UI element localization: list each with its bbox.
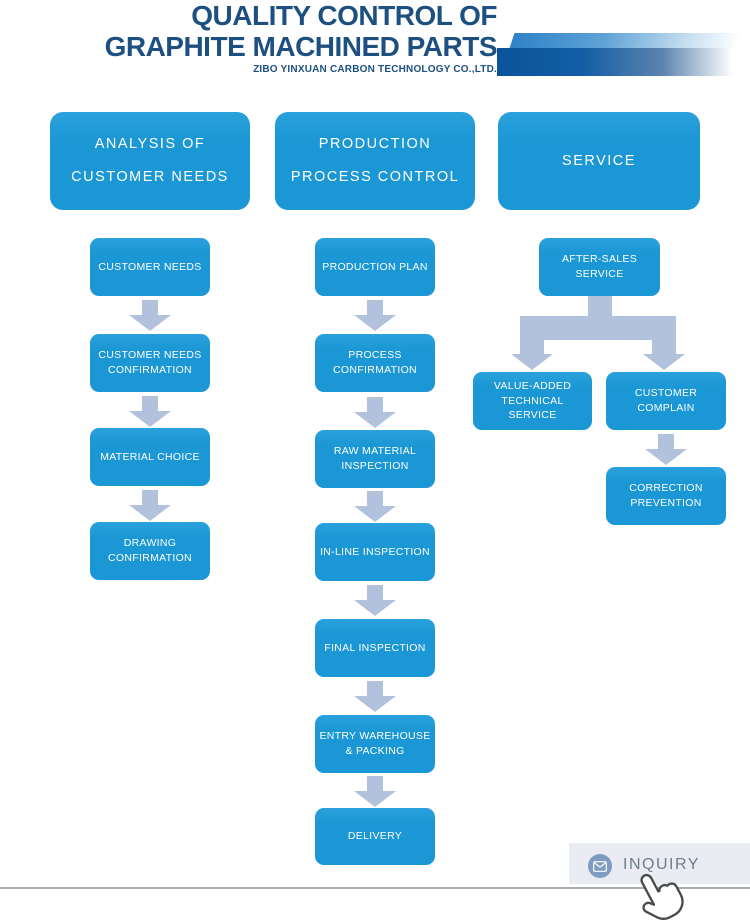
down-arrow (354, 491, 396, 522)
bottom-divider (0, 887, 750, 889)
hand-cursor-icon (624, 860, 695, 921)
down-arrow (354, 397, 396, 428)
column-header-line: CUSTOMER NEEDS (71, 169, 229, 185)
flow-step-raw-material-inspection: RAW MATERIAL INSPECTION (315, 430, 435, 488)
branch-arm-right (652, 340, 676, 355)
column-header-service: SERVICE (498, 112, 700, 210)
column-header-analysis: ANALYSIS OF CUSTOMER NEEDS (50, 112, 250, 210)
branch-stem (588, 296, 612, 318)
flow-step-in-line-inspection: IN-LINE INSPECTION (315, 523, 435, 581)
flow-step-delivery: DELIVERY (315, 808, 435, 865)
flow-step-entry-warehouse-packing: ENTRY WAREHOUSE & PACKING (315, 715, 435, 773)
company-name: ZIBO YINXUAN CARBON TECHNOLOGY CO.,LTD. (253, 64, 497, 75)
branch-bar (520, 316, 676, 340)
down-arrow (354, 300, 396, 331)
flow-step-correction-prevention: CORRECTION PREVENTION (606, 467, 726, 525)
banner-stripe-dark (497, 48, 740, 76)
column-header-line: ANALYSIS OF (94, 136, 206, 152)
flow-step-customer-complain: CUSTOMER COMPLAIN (606, 372, 726, 430)
inquiry-label: INQUIRY (623, 856, 700, 873)
flow-step-customer-needs: CUSTOMER NEEDS (90, 238, 210, 296)
flow-step-final-inspection: FINAL INSPECTION (315, 619, 435, 677)
down-arrow (354, 585, 396, 616)
down-arrow (354, 681, 396, 712)
flow-step-production-plan: PRODUCTION PLAN (315, 238, 435, 296)
flow-step-process-confirmation: PROCESS CONFIRMATION (315, 334, 435, 392)
envelope-icon (588, 854, 612, 878)
column-header-line: SERVICE (562, 152, 636, 169)
column-header-line: PROCESS CONTROL (290, 169, 460, 185)
branch-arm-left (520, 340, 544, 355)
page-title-line2: GRAPHITE MACHINED PARTS (104, 31, 498, 62)
page-title-line1: QUALITY CONTROL OF (191, 0, 497, 31)
flow-step-value-added-technical-service: VALUE-ADDED TECHNICAL SERVICE (473, 372, 592, 430)
column-header-line: PRODUCTION (318, 136, 432, 152)
down-arrow (129, 396, 171, 427)
banner-stripe-light (509, 33, 743, 48)
page-header: QUALITY CONTROL OF GRAPHITE MACHINED PAR… (0, 0, 498, 76)
column-header-production: PRODUCTION PROCESS CONTROL (275, 112, 475, 210)
flow-step-material-choice: MATERIAL CHOICE (90, 428, 210, 486)
flow-step-after-sales-service: AFTER-SALES SERVICE (539, 238, 660, 296)
down-arrow (354, 776, 396, 807)
branch-arrowhead-right (643, 354, 685, 370)
branch-arrowhead-left (511, 354, 553, 370)
down-arrow (129, 300, 171, 331)
flow-step-drawing-confirmation: DRAWING CONFIRMATION (90, 522, 210, 580)
flow-step-customer-needs-confirmation: CUSTOMER NEEDS CONFIRMATION (90, 334, 210, 392)
down-arrow (645, 434, 687, 465)
down-arrow (129, 490, 171, 521)
